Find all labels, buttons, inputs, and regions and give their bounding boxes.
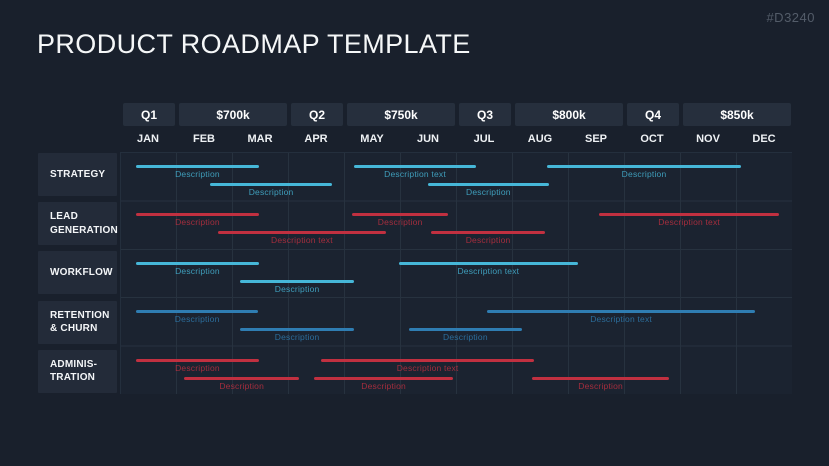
gantt-bar <box>136 213 259 217</box>
gantt-bar <box>184 376 300 380</box>
gantt-bar <box>240 279 354 283</box>
gantt-bar <box>398 261 578 265</box>
quarter-budget: $700k <box>179 103 287 126</box>
gantt-bar <box>408 328 522 332</box>
gantt-bar-label: Description <box>174 314 220 325</box>
month-label: AUG <box>527 133 553 145</box>
gantt-bar <box>599 213 779 217</box>
gantt-bar-label: Description <box>274 332 320 343</box>
month-header-row: JAN FEB MAR APR MAY JUN JUL AUG SEP OCT NOV DEC <box>120 129 792 149</box>
gantt-bar-label: Description <box>621 169 667 179</box>
gantt-bar <box>427 183 549 186</box>
gantt-bar-label: Description <box>219 380 265 391</box>
quarter-label: Q2 <box>291 103 343 126</box>
month-label: JUL <box>473 133 495 145</box>
category-label: RETENTION & CHURN <box>38 300 117 344</box>
page-title: PRODUCT ROADMAP TEMPLATE <box>37 29 471 59</box>
gantt-bar-label: Description <box>443 332 488 343</box>
gantt-bar-label: Description text <box>270 235 333 246</box>
gantt-bar <box>532 376 670 380</box>
gantt-bar <box>314 376 454 380</box>
month-label: FEB <box>193 133 215 145</box>
gantt-bar <box>547 165 741 168</box>
gantt-bar <box>136 165 259 168</box>
quarter-budget: $800k <box>515 103 623 126</box>
category-label: ADMINIS- TRATION <box>38 349 117 393</box>
month-label: JUN <box>416 133 439 145</box>
month-label: APR <box>304 133 328 145</box>
gantt-bar-label: Description <box>466 187 511 197</box>
category-label: LEAD GENERATION <box>38 202 118 246</box>
gantt-bar-label: Description <box>175 169 220 179</box>
gantt-bar-label: Description <box>175 217 220 228</box>
gantt-bar <box>487 310 755 314</box>
gantt-bar-label: Description <box>175 362 220 373</box>
gantt-bar-label: Description <box>578 380 623 391</box>
gantt-bar-label: Description <box>465 235 511 246</box>
month-label: OCT <box>640 133 664 145</box>
gantt-bar-label: Description <box>248 187 294 197</box>
month-label: MAR <box>247 133 273 145</box>
gantt-bar <box>240 328 354 332</box>
gantt-bar-label: Description <box>175 265 220 276</box>
gantt-bar-label: Description text <box>457 265 520 276</box>
gantt-bar <box>320 358 535 362</box>
quarter-label: Q3 <box>459 103 511 126</box>
gantt-bar <box>136 261 259 265</box>
quarter-budget: $850k <box>683 103 791 126</box>
category-label: WORKFLOW <box>38 251 117 295</box>
quarter-label: Q4 <box>627 103 679 126</box>
gantt-bar-label: Description <box>274 283 320 294</box>
gantt-bar <box>136 310 259 314</box>
category-label: STRATEGY <box>38 153 117 196</box>
gantt-bar-label: Description text <box>384 169 446 179</box>
gantt-bar-label: Description <box>377 217 423 228</box>
gantt-bar <box>217 231 386 235</box>
month-label: SEP <box>584 133 607 145</box>
gantt-bar <box>136 358 259 362</box>
quarter-label: Q1 <box>123 103 175 126</box>
quarter-budget: $750k <box>347 103 455 126</box>
month-label: NOV <box>696 133 720 145</box>
gantt-bar-label: Description text <box>590 314 652 325</box>
gantt-bar <box>353 165 477 168</box>
gantt-bar <box>210 183 333 186</box>
slide-code: #D3240 <box>766 10 815 25</box>
gantt-bar <box>431 231 545 235</box>
gantt-bar <box>352 213 449 217</box>
gantt-bar-label: Description <box>361 380 406 391</box>
gantt-bar-label: Description text <box>396 362 459 373</box>
month-label: DEC <box>752 133 776 145</box>
month-label: MAY <box>360 133 384 145</box>
month-label: JAN <box>136 133 159 145</box>
gantt-bar-label: Description text <box>658 217 720 228</box>
